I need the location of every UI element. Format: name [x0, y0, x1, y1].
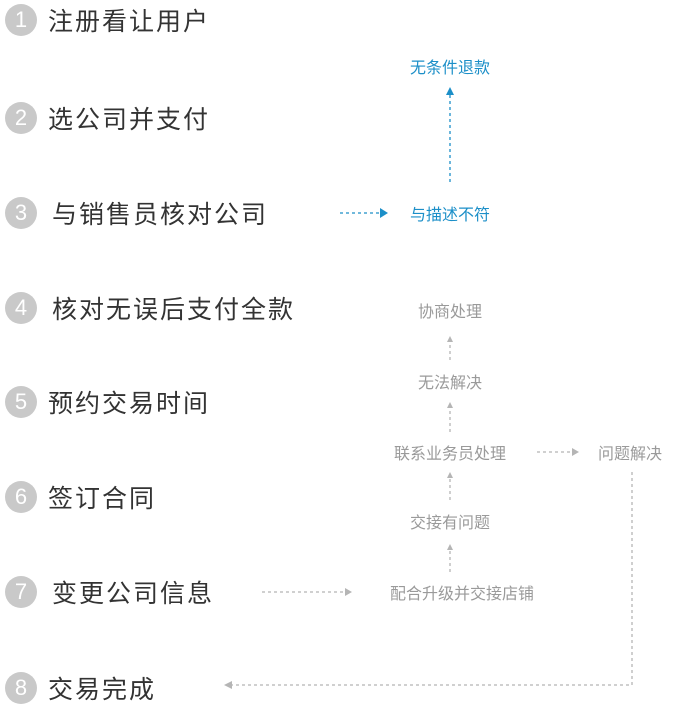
- arrow-right-icon: [572, 448, 579, 456]
- step-number: 6: [5, 481, 37, 513]
- step-number: 2: [5, 102, 37, 134]
- step-1: 1 注册看让用户: [5, 3, 210, 37]
- arrow-right-icon: [345, 588, 352, 596]
- handover-issue-node: 交接有问题: [409, 513, 491, 532]
- step-number: 1: [5, 4, 37, 36]
- step-number: 4: [5, 292, 37, 324]
- step-3: 3 与销售员核对公司: [5, 196, 268, 230]
- step-number: 7: [5, 576, 37, 608]
- step-label: 签订合同: [48, 484, 157, 513]
- arrow-up-icon: [446, 87, 454, 95]
- arrow-right-icon: [380, 208, 388, 218]
- step-label: 预约交易时间: [48, 389, 211, 418]
- negotiate-node: 协商处理: [417, 302, 483, 321]
- arrow-up-icon: [447, 402, 453, 408]
- refund-node: 无条件退款: [409, 58, 491, 77]
- arrow-up-icon: [447, 544, 453, 550]
- step-2: 2 选公司并支付: [5, 101, 210, 135]
- step-4: 4 核对无误后支付全款: [5, 291, 295, 325]
- solved-node: 问题解决: [597, 444, 663, 463]
- step-label: 注册看让用户: [48, 7, 211, 36]
- step-label: 与销售员核对公司: [52, 200, 269, 229]
- step-label: 选公司并支付: [48, 105, 211, 134]
- step-number: 5: [5, 386, 37, 418]
- unresolved-node: 无法解决: [417, 373, 483, 392]
- solved-to-complete: [232, 472, 633, 686]
- step-label: 变更公司信息: [52, 579, 215, 608]
- step-8: 8 交易完成: [5, 671, 156, 705]
- arrow-up-icon: [447, 336, 453, 342]
- contact-node: 联系业务员处理: [393, 444, 507, 463]
- upgrade-node: 配合升级并交接店铺: [389, 584, 535, 603]
- step-7: 7 变更公司信息: [5, 575, 214, 609]
- step-number: 8: [5, 672, 37, 704]
- arrow-left-icon: [224, 681, 232, 689]
- step-5: 5 预约交易时间: [5, 385, 210, 419]
- step-number: 3: [5, 197, 37, 229]
- mismatch-node: 与描述不符: [409, 205, 491, 224]
- step-label: 核对无误后支付全款: [52, 295, 296, 324]
- step-6: 6 签订合同: [5, 480, 156, 514]
- arrow-up-icon: [447, 472, 453, 478]
- step-label: 交易完成: [48, 675, 157, 704]
